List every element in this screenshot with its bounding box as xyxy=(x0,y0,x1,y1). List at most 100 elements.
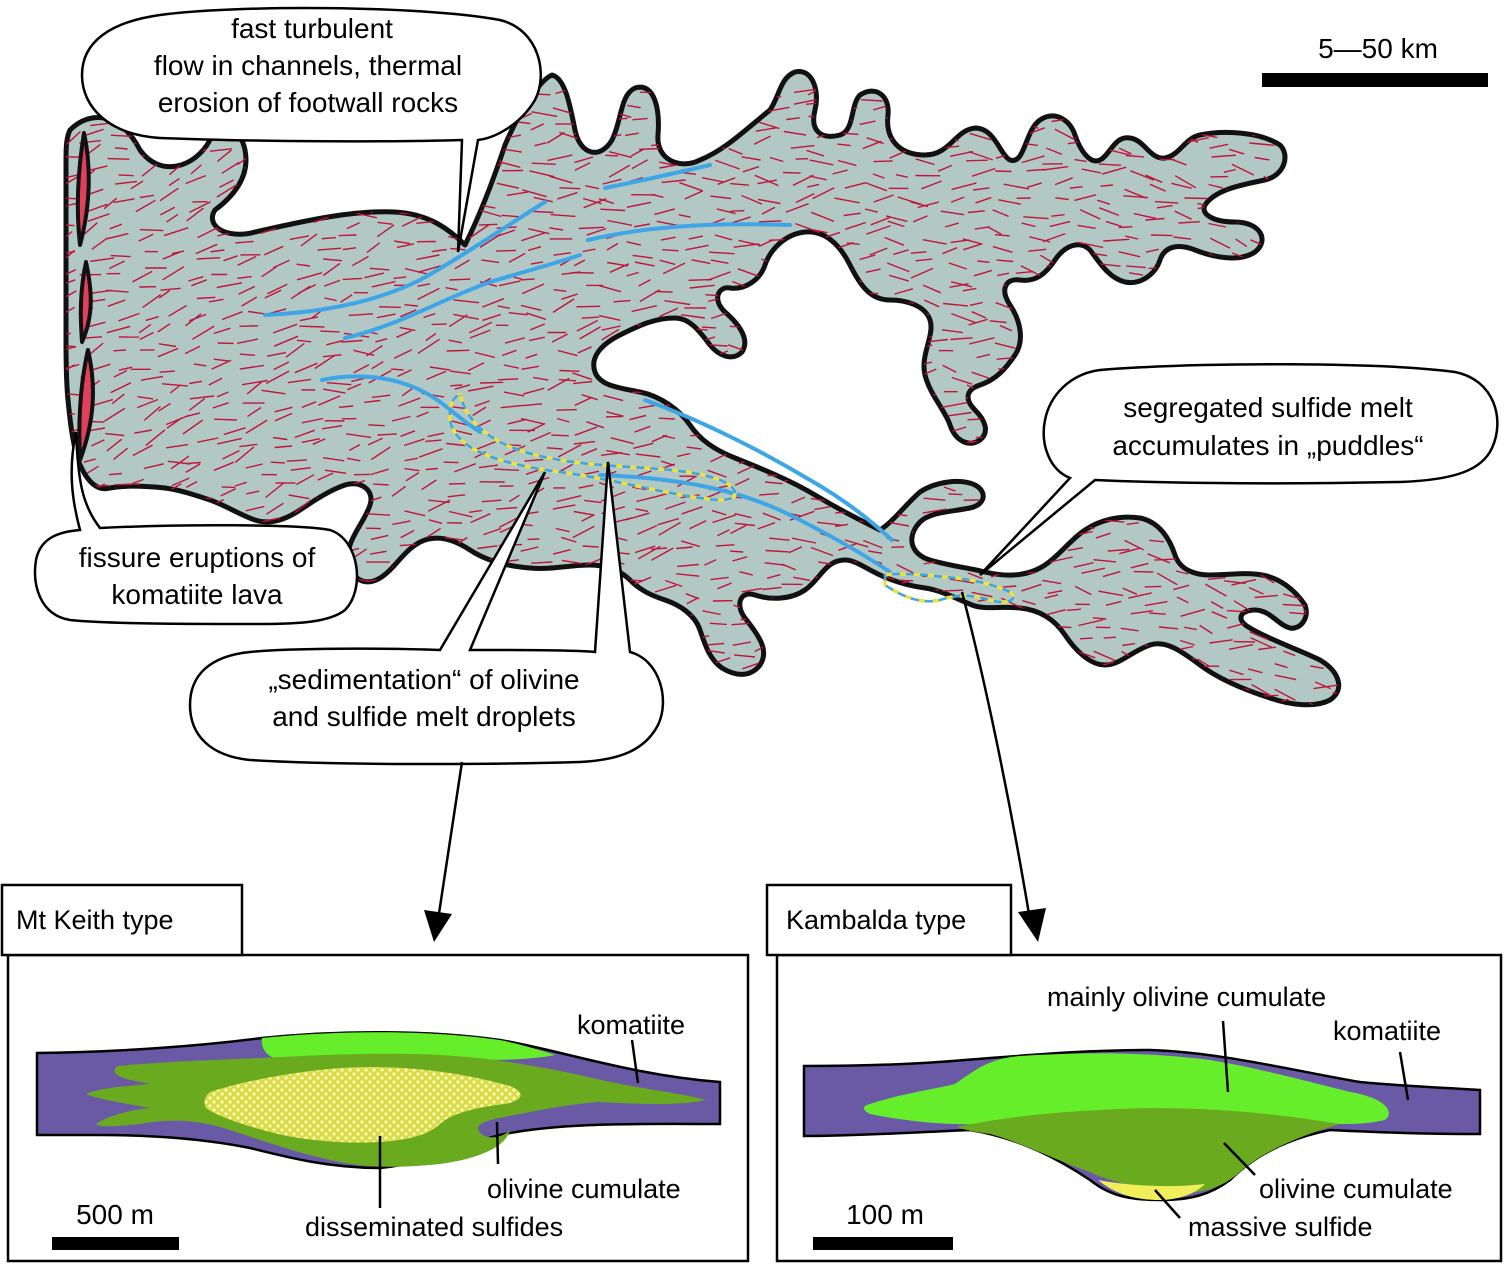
flow-texture-line xyxy=(1209,639,1233,644)
flow-texture-line xyxy=(994,531,1013,538)
flow-texture-line xyxy=(353,364,370,374)
flow-texture-line xyxy=(260,517,281,523)
flow-texture-line xyxy=(429,200,455,204)
flow-texture-line xyxy=(445,536,463,541)
flow-texture-line xyxy=(425,439,442,443)
flow-texture-line xyxy=(899,579,914,582)
flow-texture-line xyxy=(1144,600,1168,607)
flow-texture-line xyxy=(1124,539,1144,551)
flow-texture-line xyxy=(520,417,544,425)
flow-texture-line xyxy=(267,283,288,295)
flow-texture-line xyxy=(1226,342,1247,345)
flow-texture-line xyxy=(1042,166,1069,171)
flow-texture-line xyxy=(1223,533,1241,544)
flow-texture-line xyxy=(756,290,775,298)
flow-texture-line xyxy=(185,480,198,489)
flow-texture-line xyxy=(417,283,431,287)
flow-texture-line xyxy=(445,287,458,291)
flow-texture-line xyxy=(976,353,991,359)
flow-texture-line xyxy=(217,642,237,647)
flow-texture-line xyxy=(1127,720,1145,723)
flow-texture-line xyxy=(131,681,150,694)
flow-texture-line xyxy=(1311,219,1335,224)
flow-texture-line xyxy=(898,651,919,657)
flow-texture-line xyxy=(324,469,347,474)
flow-texture-line xyxy=(684,718,707,721)
flow-texture-line xyxy=(1312,182,1336,191)
flow-texture-line xyxy=(583,585,598,592)
flow-texture-line xyxy=(756,329,779,334)
flow-texture-line xyxy=(139,331,154,341)
flow-texture-line xyxy=(417,287,440,301)
flow-texture-line xyxy=(317,472,334,481)
flow-texture-line xyxy=(508,312,528,316)
flow-texture-line xyxy=(1078,619,1104,627)
flow-texture-line xyxy=(837,143,851,147)
flow-texture-line xyxy=(170,662,196,666)
flow-texture-line xyxy=(170,643,189,653)
flow-texture-line xyxy=(709,706,730,711)
flow-texture-line xyxy=(1280,249,1295,256)
flow-texture-line xyxy=(1145,248,1159,253)
flow-texture-line xyxy=(639,289,661,303)
flow-texture-line xyxy=(1093,496,1117,499)
flow-texture-line xyxy=(425,332,437,342)
flow-texture-line xyxy=(1227,506,1253,511)
flow-texture-line xyxy=(715,105,734,109)
flow-texture-line xyxy=(211,359,232,370)
flow-texture-line xyxy=(945,553,970,562)
flow-texture-line xyxy=(92,363,111,371)
flow-texture-line xyxy=(497,305,510,309)
flow-texture-line xyxy=(729,89,745,92)
flow-texture-line xyxy=(1149,539,1165,543)
flow-texture-line xyxy=(1020,265,1041,277)
flow-texture-line xyxy=(865,696,883,703)
flow-texture-line xyxy=(323,279,341,287)
flow-texture-line xyxy=(638,279,651,287)
flow-texture-line xyxy=(168,165,181,176)
flow-texture-line xyxy=(925,546,950,550)
flow-texture-line xyxy=(1102,570,1121,578)
flow-texture-line xyxy=(793,576,811,582)
flow-texture-line xyxy=(1022,600,1036,606)
flow-texture-line xyxy=(158,289,171,299)
flow-texture-line xyxy=(1015,270,1034,274)
flow-texture-line xyxy=(245,419,268,434)
flow-texture-line xyxy=(1123,195,1148,199)
flow-texture-line xyxy=(298,169,318,174)
callout-sulfide-melt: segregated sulfide melt accumulates in „… xyxy=(979,362,1499,576)
flow-texture-line xyxy=(162,251,181,260)
flow-texture-line xyxy=(889,484,911,491)
flow-texture-line xyxy=(1174,210,1192,220)
flow-texture-line xyxy=(893,354,912,362)
flow-texture-line xyxy=(166,443,189,449)
flow-texture-line xyxy=(1263,514,1278,519)
flow-texture-line xyxy=(1014,418,1029,424)
flow-texture-line xyxy=(922,239,947,245)
flow-texture-line xyxy=(1228,91,1248,98)
flow-texture-line xyxy=(371,201,391,204)
flow-texture-line xyxy=(456,595,469,602)
flow-texture-line xyxy=(116,511,132,515)
panel-mt-keith: Mt Keith type komatiite olivine cumulate… xyxy=(0,883,750,1263)
flow-texture-line xyxy=(1105,302,1124,307)
flow-texture-line xyxy=(585,185,600,190)
flow-texture-line xyxy=(1171,182,1192,189)
flow-texture-line xyxy=(769,679,783,684)
flow-texture-line xyxy=(660,236,676,241)
flow-texture-line xyxy=(584,499,602,504)
flow-texture-line xyxy=(1310,338,1331,346)
flow-texture-line xyxy=(1156,204,1173,209)
flow-texture-line xyxy=(785,203,809,213)
flow-texture-line xyxy=(318,395,341,406)
flow-texture-line xyxy=(868,618,892,625)
flow-texture-line xyxy=(863,539,883,549)
flow-texture-line xyxy=(1078,317,1096,328)
flow-texture-line xyxy=(757,198,781,205)
flow-texture-line xyxy=(561,587,582,591)
flow-texture-line xyxy=(1308,159,1333,166)
flow-texture-line xyxy=(866,137,884,145)
flow-texture-line xyxy=(161,383,188,387)
flow-texture-line xyxy=(754,174,779,187)
flow-texture-line xyxy=(453,463,477,473)
